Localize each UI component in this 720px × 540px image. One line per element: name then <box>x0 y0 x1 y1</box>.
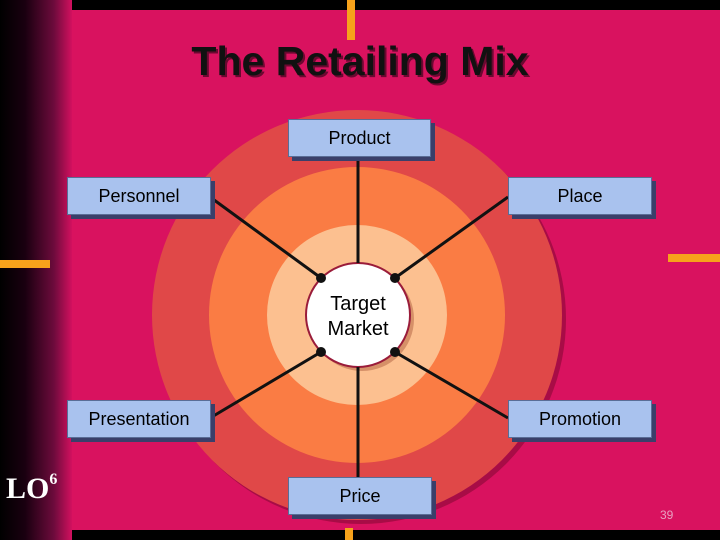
box-personnel: Personnel <box>67 177 211 215</box>
connector-promotion <box>394 350 509 420</box>
lo-text: LO <box>6 472 50 505</box>
page-number: 39 <box>660 508 674 522</box>
connector-dot-bottom-left <box>316 347 326 357</box>
connector-place <box>394 195 509 280</box>
accent-mark-left <box>0 260 50 268</box>
box-product: Product <box>288 119 431 157</box>
box-place: Place <box>508 177 652 215</box>
learning-objective-badge: LO6 <box>6 471 58 505</box>
left-gradient-bar <box>0 0 72 540</box>
slide-title-text: The Retailing Mix <box>191 38 529 84</box>
accent-mark-right <box>668 254 720 262</box>
accent-mark-bottom <box>345 528 353 540</box>
lo-number: 6 <box>49 471 58 488</box>
center-label-line1: Target <box>330 293 386 315</box>
box-price: Price <box>288 477 432 515</box>
box-presentation: Presentation <box>67 400 211 438</box>
connector-dot-top-right <box>390 273 400 283</box>
accent-mark-top <box>347 0 355 40</box>
connector-presentation <box>209 350 322 420</box>
slide-title-shadow: The Retailing Mix <box>193 40 531 86</box>
connector-dot-bottom-right <box>390 347 400 357</box>
slide-title: The Retailing Mix The Retailing Mix <box>0 38 720 86</box>
box-promotion: Promotion <box>508 400 652 438</box>
connector-dot-top-left <box>316 273 326 283</box>
center-label-line2: Market <box>327 318 389 340</box>
connector-personnel <box>209 195 322 280</box>
